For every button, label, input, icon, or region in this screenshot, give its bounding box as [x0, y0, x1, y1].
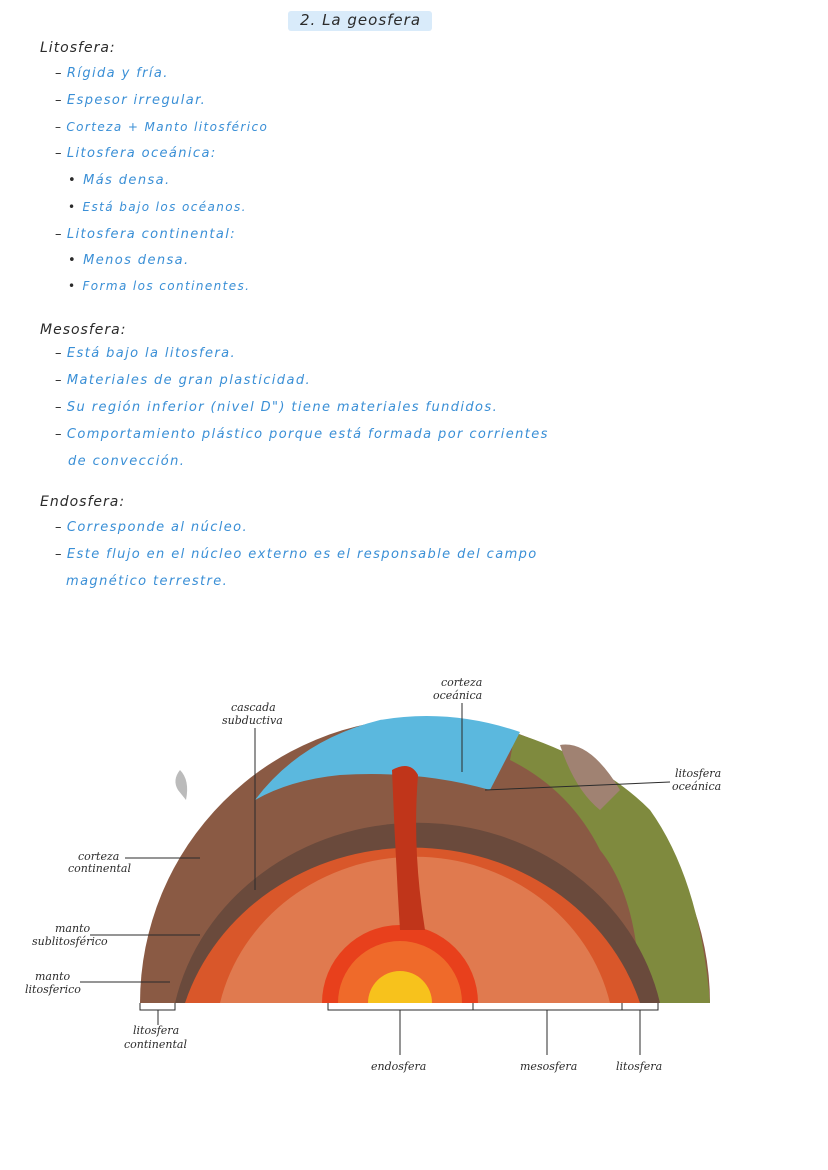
ocean [255, 716, 520, 800]
list-item: –Materiales de gran plasticidad. [55, 373, 312, 388]
leader-lines [80, 703, 671, 983]
label-cascada-subductiva: cascada [231, 701, 276, 714]
page-title: 2. La geosfera [300, 11, 422, 29]
label-litosfera-continental: continental [124, 1038, 187, 1051]
list-item: •Forma los continentes. [68, 279, 251, 293]
list-item: –Comportamiento plástico porque está for… [55, 427, 549, 442]
list-item: –Está bajo la litosfera. [55, 346, 236, 361]
label-cascada-subductiva: subductiva [222, 714, 283, 727]
mountain-right [560, 744, 620, 810]
heading-litosfera: Litosfera: [40, 40, 116, 56]
label-manto-litosferico: manto [35, 970, 70, 983]
label-manto-sublitosferico: sublitosférico [32, 935, 108, 948]
list-item: •Está bajo los océanos. [68, 200, 247, 214]
mantle-plume [392, 766, 425, 930]
label-litosfera-continental: litosfera [133, 1024, 179, 1037]
label-corteza-oceanica: oceánica [433, 689, 482, 702]
list-item: –Rígida y fría. [55, 66, 169, 81]
list-item: –Litosfera continental: [55, 227, 236, 242]
list-item-continuation: magnético terrestre. [66, 574, 229, 589]
list-item: –Corteza + Manto litosférico [55, 120, 269, 134]
grass-region [510, 733, 710, 1003]
list-item-continuation: de convección. [68, 454, 186, 469]
baseline-brackets [139, 1003, 659, 1055]
label-mesosfera: mesosfera [520, 1060, 577, 1073]
heading-mesosfera: Mesosfera: [40, 322, 127, 338]
volcano-smoke [175, 770, 188, 800]
title-highlight [288, 11, 432, 31]
list-item: –Su región inferior (nivel D") tiene mat… [55, 400, 499, 415]
list-item: •Menos densa. [68, 253, 190, 268]
label-litosfera: litosfera [616, 1060, 662, 1073]
label-corteza-continental: continental [68, 862, 131, 875]
label-corteza-continental: corteza [78, 850, 119, 863]
label-endosfera: endosfera [371, 1060, 426, 1073]
inner-core [368, 971, 432, 1003]
list-item: –Litosfera oceánica: [55, 146, 217, 161]
label-manto-litosferico: litosferico [25, 983, 81, 996]
list-item: –Este flujo en el núcleo externo es el r… [55, 547, 538, 562]
label-litosfera-oceanica: litosfera [675, 767, 721, 780]
list-item: –Corresponde al núcleo. [55, 520, 249, 535]
label-corteza-oceanica: corteza [441, 676, 482, 689]
label-litosfera-oceanica: oceánica [672, 780, 721, 793]
list-item: –Espesor irregular. [55, 93, 207, 108]
list-item: •Más densa. [68, 173, 171, 188]
label-manto-sublitosferico: manto [55, 922, 90, 935]
earth-structure-diagram: corteza oceánica cascada subductiva lito… [25, 676, 721, 1073]
heading-endosfera: Endosfera: [40, 494, 126, 510]
